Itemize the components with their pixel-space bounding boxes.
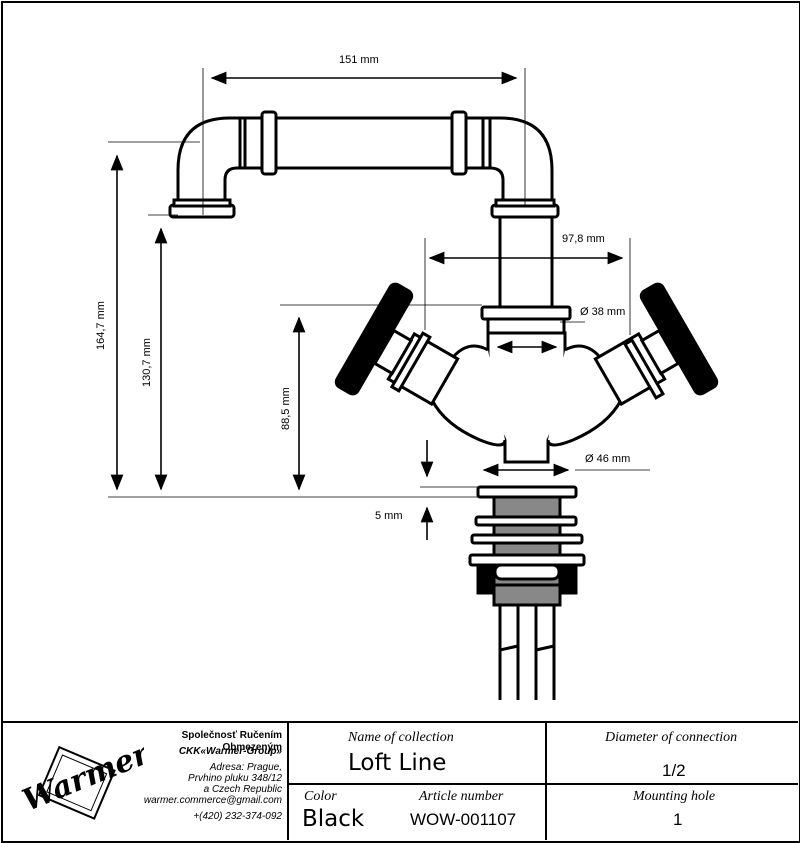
article-label: Article number bbox=[419, 789, 504, 804]
dim-height-body-label: 88,5 mm bbox=[280, 387, 292, 430]
company-group: CKK«Warmer-Group» bbox=[178, 746, 282, 757]
warmer-logo: Warmer bbox=[18, 736, 144, 820]
dim-width-top-label: 151 mm bbox=[339, 54, 379, 66]
company-phone: +(420) 232-374-092 bbox=[193, 811, 282, 822]
divider bbox=[287, 723, 289, 840]
dim-diam-38-label: Ø 38 mm bbox=[580, 306, 625, 318]
company-address-2: Prvhino pluku 348/12 bbox=[188, 773, 282, 784]
dim-height-spout-label: 130,7 mm bbox=[141, 338, 153, 387]
divider bbox=[545, 723, 547, 840]
company-address-1: Adresa: Prague, bbox=[209, 762, 282, 773]
color-value: Black bbox=[302, 806, 365, 832]
dim-right-width-label: 97,8 mm bbox=[562, 233, 605, 245]
diameter-label: Diameter of connection bbox=[605, 730, 738, 745]
faucet-body bbox=[168, 110, 719, 700]
dim-thickness-label: 5 mm bbox=[375, 510, 403, 522]
dim-height-total-label: 164,7 mm bbox=[95, 301, 107, 350]
title-block: Warmer Společnosť Ručením Obmezeným CKK«… bbox=[2, 721, 798, 842]
dimension-arrows bbox=[110, 71, 624, 540]
mounting-value: 1 bbox=[673, 810, 683, 829]
divider bbox=[289, 783, 798, 785]
dim-diam-46-label: Ø 46 mm bbox=[585, 453, 630, 465]
extension-lines bbox=[108, 68, 650, 498]
color-label: Color bbox=[304, 789, 337, 804]
company-email[interactable]: warmer.commerce@gmail.com bbox=[143, 795, 282, 806]
collection-label: Name of collection bbox=[348, 730, 454, 745]
collection-value: Loft Line bbox=[348, 750, 447, 776]
company-address-3: a Czech Republic bbox=[203, 784, 282, 795]
diameter-value: 1/2 bbox=[662, 761, 686, 780]
company-name: Společnosť Ručením Obmezeným bbox=[181, 730, 282, 753]
article-value: WOW-001107 bbox=[410, 810, 517, 829]
mounting-label: Mounting hole bbox=[633, 789, 716, 804]
faucet-technical-drawing: 151 mm 97,8 mm Ø 38 mm Ø 46 mm 5 mm 164,… bbox=[95, 54, 719, 700]
